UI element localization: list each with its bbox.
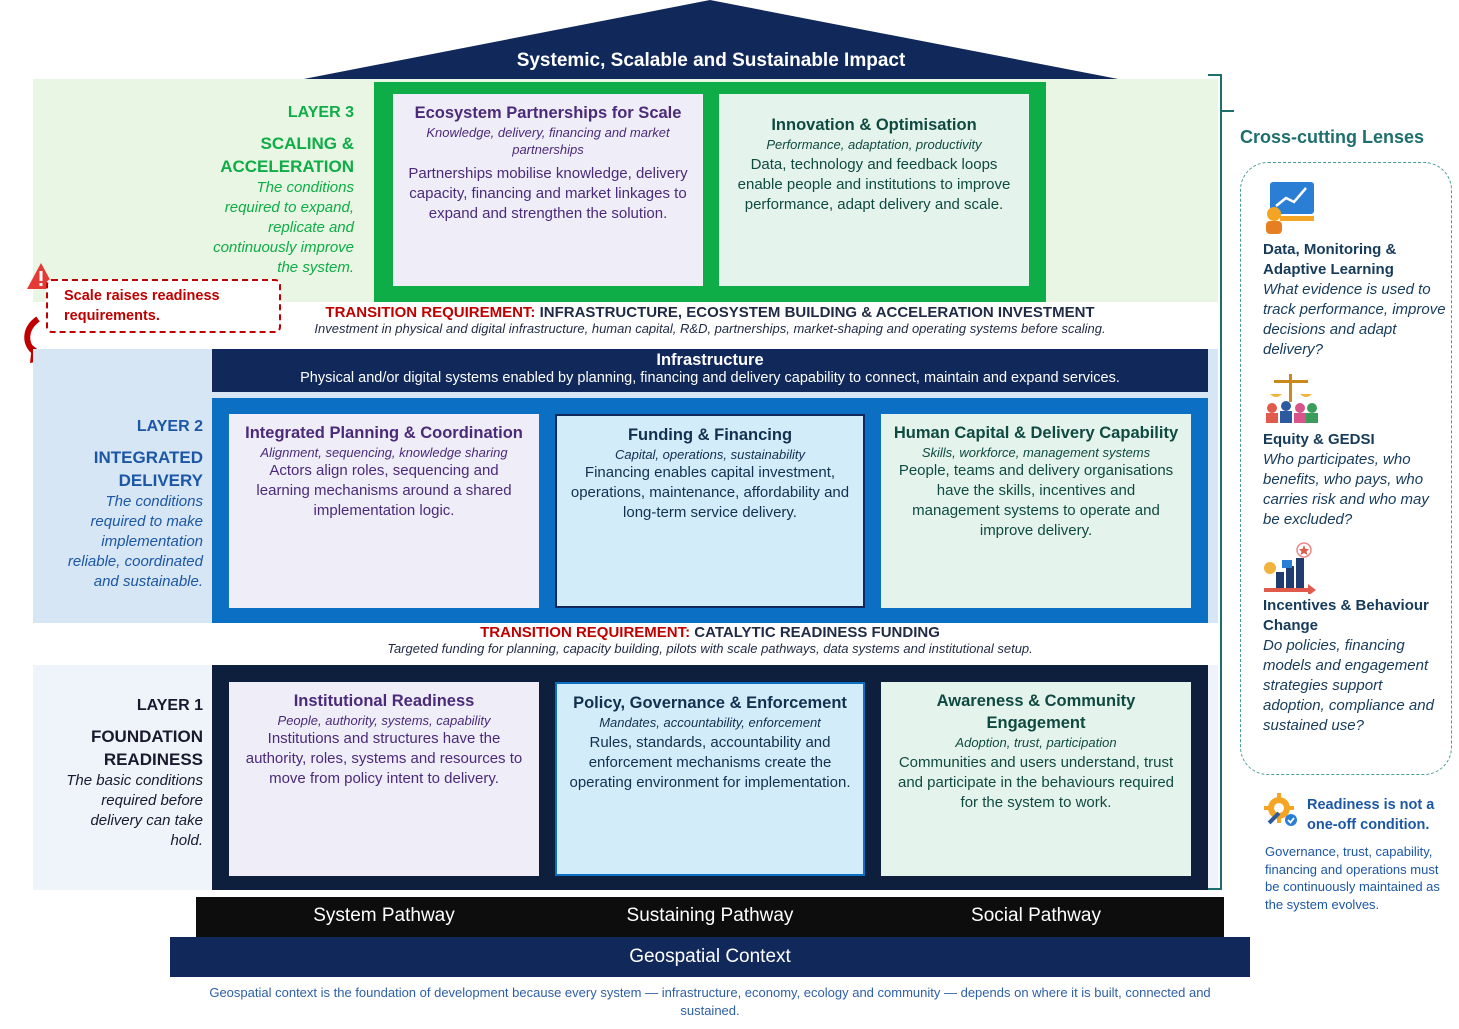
lens-incentives: Incentives & Behaviour Change Do policie… [1263,596,1448,736]
card-subtitle: Capital, operations, sustainability [614,447,806,462]
card-body: Partnerships mobilise knowledge, deliver… [408,165,688,222]
card-title: Awareness & Community Engagement [936,692,1136,732]
geospatial-note: Geospatial context is the foundation of … [209,985,1211,1018]
lens-title: Incentives & Behaviour Change [1263,597,1429,634]
layer3-number: LAYER 3 [287,104,354,121]
card-policy-governance: Policy, Governance & Enforcement Mandate… [555,682,865,876]
card-awareness-community: Awareness & Community Engagement Adoptio… [881,682,1191,876]
card-title: Human Capital & Delivery Capability [893,424,1179,442]
lens-question: Do policies, financing models and engage… [1263,637,1434,734]
card-body: Communities and users understand, trust … [897,754,1174,811]
lens-question: What evidence is used to track performan… [1263,281,1446,358]
transition1-subtitle: Investment in physical and digital infra… [314,321,1106,336]
transition1-label: TRANSITION REQUIREMENT: [325,304,536,321]
card-body: People, teams and delivery organisations… [898,462,1174,539]
incentives-chart-icon [1264,542,1316,594]
equity-scales-icon [1266,374,1318,423]
layer2-desc-3: implementation [101,533,203,550]
lens-title: Equity & GEDSI [1263,431,1375,448]
card-subtitle: People, authority, systems, capability [277,713,491,728]
card-title: Ecosystem Partnerships for Scale [414,104,682,122]
card-title: Policy, Governance & Enforcement [573,694,847,712]
transition2: TRANSITION REQUIREMENT: CATALYTIC READIN… [270,624,1150,656]
lens-question: Who participates, who benefits, who pays… [1263,451,1429,528]
layer2-desc-5: and sustainable. [93,573,203,590]
card-funding-financing: Funding & Financing Capital, operations,… [555,414,865,608]
card-body: Financing enables capital investment, op… [570,464,850,521]
roof-shape [278,0,1144,84]
layer1-number: LAYER 1 [136,697,203,714]
gear-wrench-icon [1264,793,1297,826]
pathway-system: System Pathway [313,905,455,926]
card-body: Rules, standards, accountability and enf… [569,734,851,791]
card-human-capital: Human Capital & Delivery Capability Skil… [881,414,1191,608]
pathway-social: Social Pathway [971,905,1101,926]
layer1-name-line2: READINESS [103,750,203,769]
card-subtitle: Performance, adaptation, productivity [766,137,982,152]
layer3-label: LAYER 3 SCALING & ACCELERATION The condi… [150,104,354,278]
layer2-desc-1: The conditions [105,493,203,510]
layer2-desc-4: reliable, coordinated [67,553,203,570]
layer3-name-line1: SCALING & [260,134,355,153]
card-title: Institutional Readiness [293,692,475,710]
card-subtitle: Skills, workforce, management systems [921,445,1151,460]
transition1-title: INFRASTRUCTURE, ECOSYSTEM BUILDING & ACC… [535,304,1095,321]
layer2-name-line1: INTEGRATED [93,448,203,467]
card-title: Innovation & Optimisation [771,116,977,134]
lenses-box [1240,162,1452,775]
layer3-name-line2: ACCELERATION [220,157,354,176]
lens-data-monitoring: Data, Monitoring & Adaptive Learning Wha… [1263,240,1448,360]
layer2-label: LAYER 2 INTEGRATED DELIVERY The conditio… [40,418,203,592]
layer1-label: LAYER 1 FOUNDATION READINESS The basic c… [40,697,203,851]
lens-equity-gedsi: Equity & GEDSI Who participates, who ben… [1263,430,1448,530]
card-body: Institutions and structures have the aut… [245,730,523,787]
card-body: Data, technology and feedback loops enab… [737,156,1011,213]
layer2-name-line2: DELIVERY [118,471,203,490]
layer3-desc-5: the system. [277,259,354,276]
card-subtitle: Mandates, accountability, enforcement [599,715,821,730]
transition2-title: CATALYTIC READINESS FUNDING [690,624,940,641]
card-institutional-readiness: Institutional Readiness People, authorit… [229,682,539,876]
card-title: Integrated Planning & Coordination [245,424,523,442]
layer3-desc-1: The conditions [256,179,354,196]
layer2-number: LAYER 2 [136,418,203,435]
pathways-bar: System Pathway Sustaining Pathway Social… [196,897,1224,937]
lenses-title: Cross-cutting Lenses [1240,127,1425,147]
layer1-name-line1: FOUNDATION [90,727,203,746]
lens-title: Data, Monitoring & Adaptive Learning [1263,241,1397,278]
card-body: Actors align roles, sequencing and learn… [256,462,512,519]
transition2-subtitle: Targeted funding for planning, capacity … [387,641,1033,656]
infrastructure-title: Infrastructure [656,351,764,369]
scale-note: Scale raises readiness requirements. [46,279,281,333]
card-innovation-optimisation: Innovation & Optimisation Performance, a… [719,94,1029,286]
transition1: TRANSITION REQUIREMENT: INFRASTRUCTURE, … [270,304,1150,336]
layer1-desc-2: required before [101,792,203,809]
layer3-desc-2: required to expand, [224,199,354,216]
layer2-desc-2: required to make [90,513,203,530]
layer1-desc-4: hold. [170,832,203,849]
infrastructure-bar: Infrastructure Physical and/or digital s… [212,349,1208,392]
card-ecosystem-partnerships: Ecosystem Partnerships for Scale Knowled… [393,94,703,286]
card-title: Funding & Financing [627,426,793,444]
infrastructure-body: Physical and/or digital systems enabled … [300,370,1120,386]
pathway-sustaining: Sustaining Pathway [626,905,794,926]
layer1-desc-1: The basic conditions [66,772,203,789]
roof-title: Systemic, Scalable and Sustainable Impac… [516,50,906,71]
card-integrated-planning: Integrated Planning & Coordination Align… [229,414,539,608]
layer1-desc-3: delivery can take [90,812,203,829]
lenses-bracket [1208,74,1222,890]
card-subtitle: Adoption, trust, participation [955,735,1117,750]
transition2-label: TRANSITION REQUIREMENT: [480,624,691,641]
layer3-desc-3: replicate and [268,219,354,236]
geospatial-context-bar: Geospatial Context [170,937,1250,977]
card-subtitle: Alignment, sequencing, knowledge sharing [260,445,508,460]
data-monitoring-icon [1266,182,1314,234]
card-subtitle: Knowledge, delivery, financing and marke… [426,125,670,157]
readiness-note-title: Readiness is not a one-off condition. [1307,797,1435,833]
layer3-desc-4: continuously improve [213,239,354,256]
bracket-tick [1220,110,1234,112]
readiness-note-body: Governance, trust, capability, financing… [1265,844,1440,912]
